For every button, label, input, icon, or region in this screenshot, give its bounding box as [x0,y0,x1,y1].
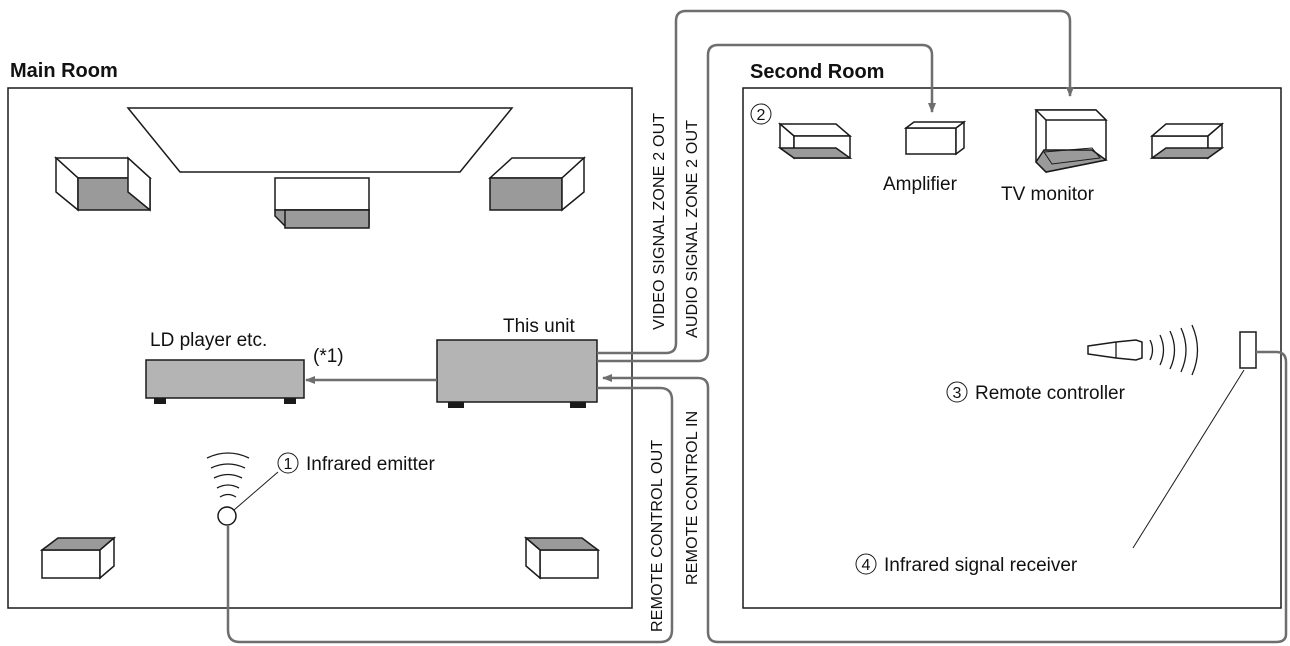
rear-left-speaker [39,536,117,580]
infrared-emitter [206,452,250,526]
main-room-boundary [7,87,633,609]
remote-control-out-cable [226,386,674,644]
tv-monitor-label: TV monitor [1001,184,1095,205]
second-room-title: Second Room [750,61,884,83]
amplifier-label: Amplifier [883,174,958,195]
emitter-leader-line [233,471,279,511]
tv-monitor [1034,109,1108,173]
second-room-left-speaker [777,122,853,160]
video-out-label: VIDEO SIGNAL ZONE 2 OUT [651,113,668,330]
receiver-leader-line [1132,369,1245,549]
projection-screen [126,107,514,173]
ld-player [145,359,305,404]
audio-zone2-cable [597,43,936,363]
infrared-emitter-number: 1 [277,452,299,474]
center-speaker [274,177,370,229]
rear-right-speaker [523,536,601,580]
remote-out-label: REMOTE CONTROL OUT [649,440,666,632]
main-room: Main Room [7,60,633,609]
front-left-speaker [54,156,152,212]
remote-controller-label: Remote controller [975,383,1126,404]
second-room-boundary [742,87,1282,609]
note-label: (*1) [313,346,344,367]
cables [226,9,1288,644]
amplifier [903,120,967,156]
infrared-emitter-label: Infrared emitter [306,454,435,475]
remote-controller-number: 3 [946,381,968,403]
second-room: Second Room 2 Amplifier TV [742,61,1282,609]
ld-player-label: LD player etc. [150,330,267,351]
remote-controller [1087,324,1199,376]
infrared-signal-receiver [1239,331,1257,369]
infrared-receiver-label: Infrared signal receiver [884,555,1078,576]
video-zone2-cable [597,9,1074,355]
svg-text:3: 3 [953,385,962,402]
audio-out-label: AUDIO SIGNAL ZONE 2 OUT [684,120,701,338]
second-room-right-speaker [1149,122,1225,160]
svg-text:4: 4 [862,557,871,574]
speakers-number: 2 [750,103,772,125]
remote-in-label: REMOTE CONTROL IN [684,411,701,585]
svg-text:1: 1 [284,456,293,473]
this-unit-label: This unit [503,316,576,337]
remote-control-in-cable [602,350,1288,644]
front-right-speaker [488,156,586,212]
main-room-title: Main Room [10,60,118,82]
infrared-receiver-number: 4 [855,553,877,575]
this-unit [436,339,598,408]
svg-text:2: 2 [757,107,766,124]
